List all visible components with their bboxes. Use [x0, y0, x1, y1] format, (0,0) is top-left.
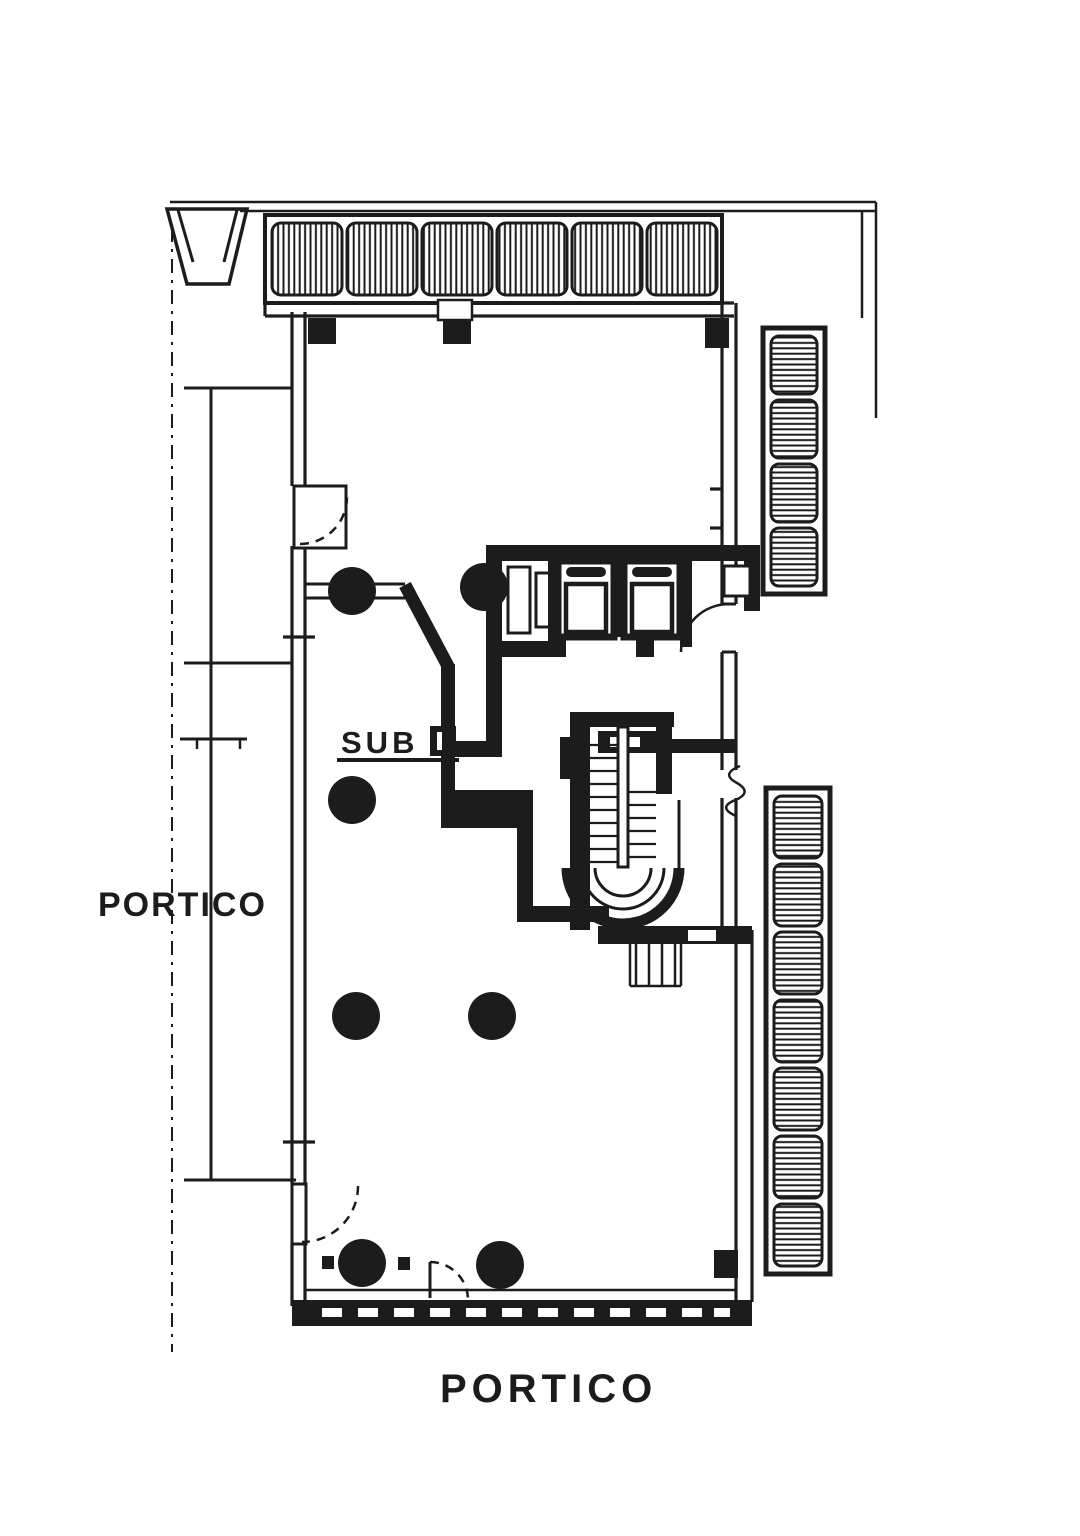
door-lobby-east: [679, 602, 736, 654]
wall-pier: [714, 1250, 738, 1278]
bottom-wall-dashes: [322, 1192, 748, 1317]
secondary-stair: [598, 926, 752, 988]
label-sub-group: SUB: [337, 725, 459, 762]
portico-left-lines: [180, 386, 296, 1182]
shaft-duct: [534, 571, 552, 629]
skylight-panels: [270, 221, 719, 297]
door-lower-left: [290, 1182, 360, 1246]
site-boundary-lines: [170, 200, 878, 1352]
column: [332, 992, 380, 1040]
label-portico-left: PORTICO: [98, 886, 267, 924]
ramp-trapezoid: [164, 207, 250, 286]
doors: [290, 484, 736, 1301]
label-portico-bottom: PORTICO: [440, 1367, 657, 1411]
top-wall-piers: [308, 298, 729, 348]
column: [476, 1241, 524, 1289]
column: [328, 776, 376, 824]
skylight-band: [263, 213, 724, 305]
column: [338, 1239, 386, 1287]
bottom-wall: [292, 1192, 752, 1326]
wall-junction-marker: [430, 726, 456, 756]
stair-treads: [590, 743, 656, 864]
structural-columns: [322, 563, 524, 1289]
wall-break-symbol: [725, 764, 746, 818]
shaft-duct: [506, 565, 532, 635]
elevator-shaft-2: [620, 557, 684, 641]
elevator-shaft-1: [554, 557, 618, 641]
door-bottom: [428, 1260, 470, 1301]
label-sub: SUB: [341, 725, 418, 760]
grate-strip-upper: [760, 325, 828, 597]
column: [328, 567, 376, 615]
elevator-core: [486, 545, 760, 757]
grate-strip-lower: [763, 785, 833, 1277]
door-upper-left: [292, 484, 349, 550]
main-stair: [561, 712, 685, 930]
column: [468, 992, 516, 1040]
entry-marker: [436, 298, 474, 322]
column: [460, 563, 508, 611]
building-walls: [263, 301, 754, 1306]
